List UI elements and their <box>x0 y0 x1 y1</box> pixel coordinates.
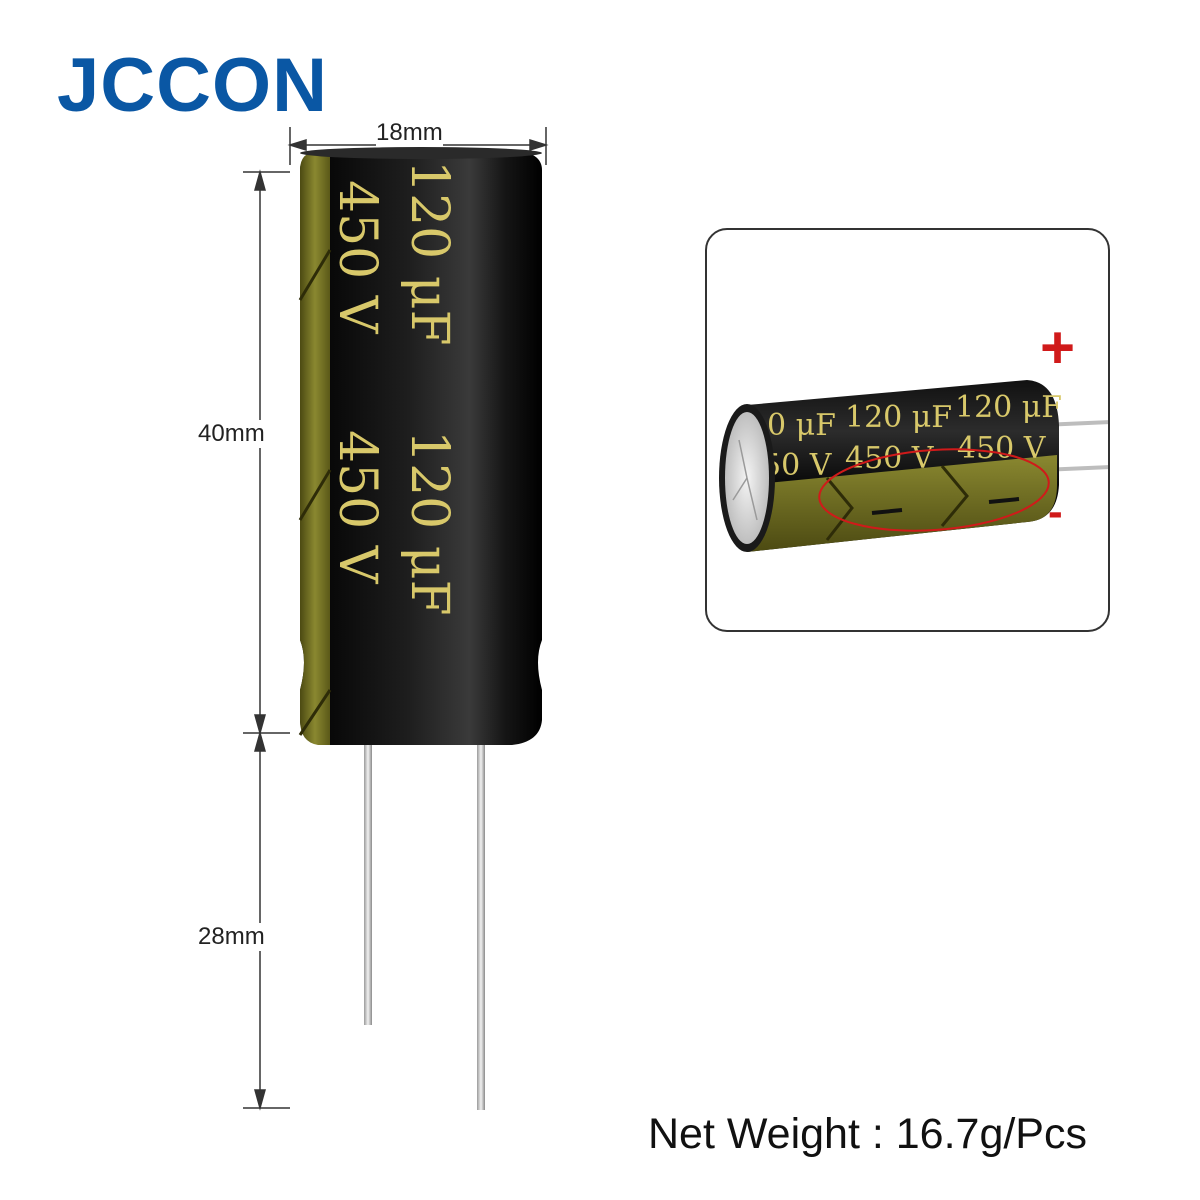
inset-capacitor-drawing: 0 μF 120 μF 120 μF 50 V 450 V 450 V <box>719 380 1108 552</box>
top-rim <box>300 147 542 159</box>
body-text-voltage-2: 450 V <box>327 430 387 585</box>
width-label: 18mm <box>376 119 443 147</box>
stripe-chevrons <box>298 249 332 736</box>
body-text-voltage: 450 V <box>327 180 387 335</box>
polarity-stripe <box>300 151 330 745</box>
svg-text:450 V: 450 V <box>845 441 935 476</box>
lead-length-label: 28mm <box>198 923 265 951</box>
body-text-capacitance-2: 120 μF <box>399 430 459 616</box>
body-height-label: 40mm <box>198 420 265 448</box>
svg-text:120 μF: 120 μF <box>955 390 1062 425</box>
lead-length-dimension <box>243 730 290 1111</box>
brand-logo: JCCON <box>57 43 329 128</box>
negative-marker: - <box>1048 487 1063 536</box>
net-weight-label: Net Weight : 16.7g/Pcs <box>648 1110 1087 1158</box>
capacitor-body <box>300 150 542 745</box>
body-height-dimension <box>243 169 290 736</box>
svg-text:0 μF: 0 μF <box>767 408 836 443</box>
svg-text:120 μF: 120 μF <box>845 400 952 435</box>
negative-highlight <box>818 448 1050 532</box>
body-text-capacitance: 120 μF <box>399 160 459 346</box>
positive-marker: + <box>1040 314 1076 381</box>
lead-short <box>364 745 372 1025</box>
svg-text:450 V: 450 V <box>957 431 1047 466</box>
lead-long <box>477 745 485 1110</box>
polarity-inset: 0 μF 120 μF 120 μF 50 V 450 V 450 V <box>705 228 1110 632</box>
